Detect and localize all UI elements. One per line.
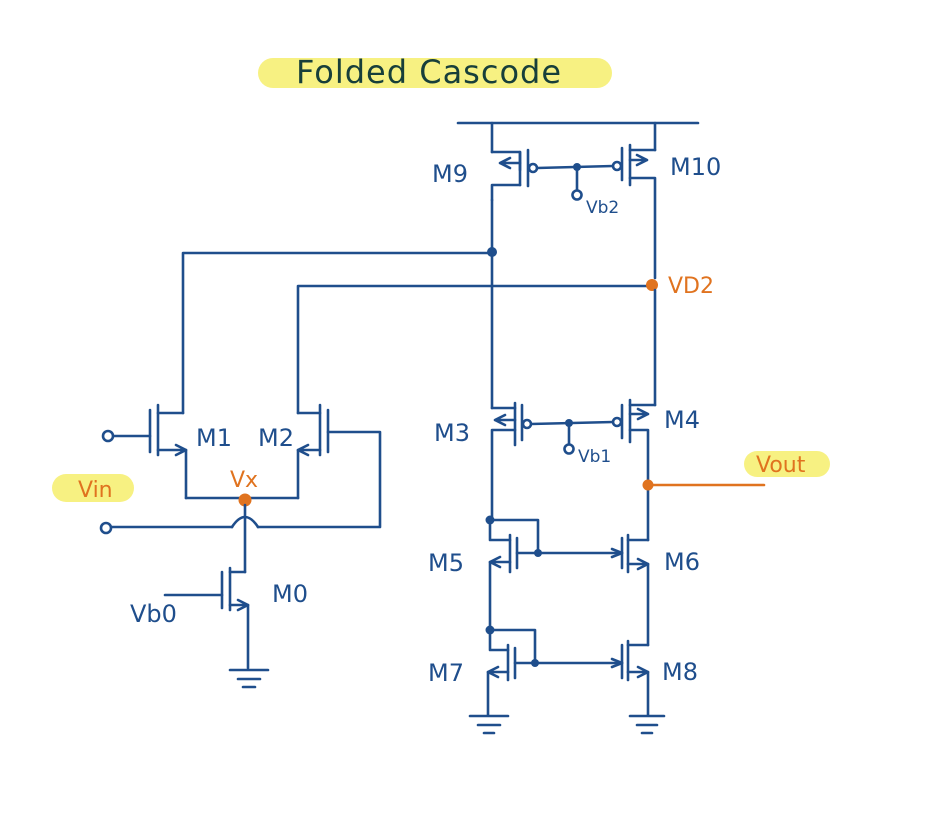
m3-transistor bbox=[490, 401, 533, 522]
m1-drain-wire bbox=[181, 251, 494, 415]
vx-node bbox=[238, 493, 252, 507]
m1-label: M1 bbox=[196, 424, 232, 452]
vb0-label: Vb0 bbox=[130, 600, 177, 628]
m5-diode-wire bbox=[488, 518, 540, 555]
m4-transistor bbox=[611, 398, 657, 542]
m2-label: M2 bbox=[258, 424, 294, 452]
m2-drain-wire bbox=[296, 284, 654, 415]
m1-transistor bbox=[101, 403, 188, 500]
m9-transistor bbox=[490, 148, 539, 202]
vout-highlight bbox=[744, 451, 830, 477]
vin-highlight bbox=[52, 474, 134, 502]
ground-icon bbox=[468, 714, 510, 735]
m5-transistor bbox=[488, 518, 519, 632]
title-highlight bbox=[258, 58, 612, 88]
m5-gate-junction bbox=[534, 549, 542, 557]
m2-transistor bbox=[256, 403, 382, 529]
vb2-terminal bbox=[571, 189, 583, 201]
m0-transistor bbox=[163, 566, 250, 670]
vd2-node bbox=[646, 279, 658, 291]
m8-transistor bbox=[610, 639, 650, 717]
m4-label: M4 bbox=[664, 406, 700, 434]
m7-gate-junction bbox=[531, 659, 539, 667]
vx-label: Vx bbox=[230, 468, 258, 493]
m9-label: M9 bbox=[432, 160, 468, 188]
m10-label: M10 bbox=[670, 153, 721, 181]
m6-transistor bbox=[610, 533, 650, 647]
vb1-terminal bbox=[563, 443, 575, 455]
m6-label: M6 bbox=[664, 548, 700, 576]
ground-icon bbox=[228, 668, 270, 689]
m7-transistor bbox=[486, 628, 517, 717]
m7-diode-wire bbox=[488, 628, 537, 665]
vin-label: Vin bbox=[78, 478, 113, 503]
m0-label: M0 bbox=[272, 580, 308, 608]
vb1-label: Vb1 bbox=[578, 447, 611, 467]
m3-label: M3 bbox=[434, 419, 470, 447]
vd2-label: VD2 bbox=[668, 274, 714, 299]
vout-label: Vout bbox=[756, 453, 806, 478]
ground-icon bbox=[628, 714, 666, 735]
m5-label: M5 bbox=[428, 549, 464, 577]
vb2-label: Vb2 bbox=[586, 198, 619, 218]
m8-label: M8 bbox=[662, 658, 698, 686]
m7-label: M7 bbox=[428, 659, 464, 687]
m10-transistor bbox=[611, 143, 657, 280]
diagram-title: Folded Cascode bbox=[296, 53, 562, 91]
vin-minus-terminal bbox=[99, 521, 113, 535]
